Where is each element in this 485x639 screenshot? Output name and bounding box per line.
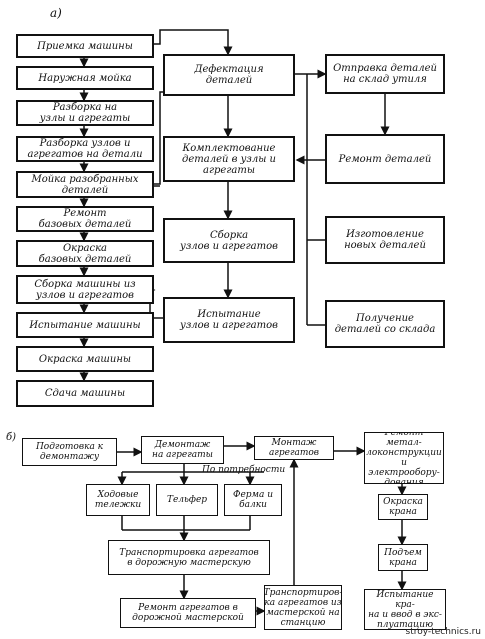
flow-box-left-11: Сдача машины — [16, 380, 154, 407]
flow-box-right-4: Получение деталей со склада — [325, 300, 445, 348]
flow-box-transport-to-shop: Транспортировка агрегатов в дорожную мас… — [108, 540, 270, 575]
watermark: stroy-technics.ru — [405, 627, 481, 637]
flow-box-dismantle: Демонтаж на агрегаты — [141, 436, 224, 464]
flow-box-left-8: Сборка машины из узлов и агрегатов — [16, 275, 154, 304]
flow-box-left-5: Мойка разобранных деталей — [16, 171, 154, 198]
flow-box-left-10: Окраска машины — [16, 346, 154, 372]
flow-box-carts: Ходовые тележки — [86, 484, 150, 516]
flow-box-center-2: Комплектование деталей в узлы и агрегаты — [163, 136, 295, 182]
flow-box-repair-metal: Ремонт метал- локонструкции и электрообо… — [364, 432, 444, 484]
flow-box-prep: Подготовка к демонтажу — [22, 438, 117, 466]
flow-box-right-2: Ремонт деталей — [325, 134, 445, 184]
flow-box-lift-crane: Подъем крана — [378, 544, 428, 571]
flow-box-right-1: Отправка деталей на склад утиля — [325, 54, 445, 94]
flow-box-center-3: Сборка узлов и агрегатов — [163, 218, 295, 263]
flow-box-hoist: Тельфер — [156, 484, 218, 516]
flow-box-left-1: Приемка машины — [16, 34, 154, 58]
flow-box-left-7: Окраска базовых деталей — [16, 240, 154, 267]
flow-box-center-1: Дефектация деталей — [163, 54, 295, 96]
flow-box-left-2: Наружная мойка — [16, 66, 154, 90]
flow-box-paint-crane: Окраска крана — [378, 494, 428, 520]
flow-box-right-3: Изготовление новых деталей — [325, 216, 445, 264]
flow-box-repair-shop: Ремонт агрегатов в дорожной мастерской — [120, 598, 256, 628]
flow-box-truss: Ферма и балки — [224, 484, 282, 516]
part-b-label: б) — [6, 432, 17, 443]
flow-box-transport-from-shop: Транспортиров- ка агрегатов из мастерско… — [264, 585, 342, 630]
flow-box-center-4: Испытание узлов и агрегатов — [163, 297, 295, 343]
flow-box-mount: Монтаж агрегатов — [254, 436, 334, 460]
part-a-label: а) — [50, 6, 62, 20]
flow-box-left-9: Испытание машины — [16, 312, 154, 338]
flow-box-left-3: Разборка на узлы и агрегаты — [16, 100, 154, 126]
flow-box-test-crane: Испытание кра- на и ввод в экс- плуатаци… — [364, 589, 446, 630]
flow-box-left-6: Ремонт базовых деталей — [16, 206, 154, 232]
note-as-needed: По потребности — [202, 465, 286, 475]
flow-box-left-4: Разборка узлов и агрегатов на детали — [16, 136, 154, 162]
